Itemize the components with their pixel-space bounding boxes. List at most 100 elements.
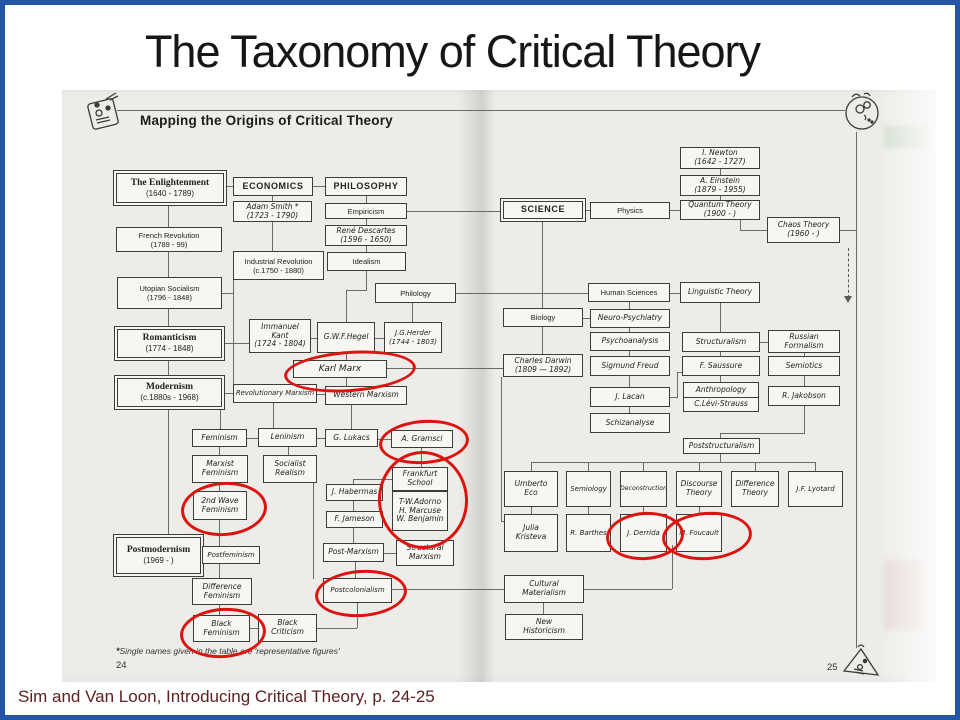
connector-line: [670, 293, 680, 294]
box-levi-strauss: C.Lévi-Strauss: [683, 397, 759, 412]
connector-line: [421, 448, 422, 467]
connector-line: [392, 589, 504, 590]
connector-line: [272, 222, 273, 251]
connector-line: [840, 230, 856, 231]
box-romanticism: Romanticism(1774 - 1848): [117, 329, 222, 358]
connector-line: [584, 589, 672, 590]
box-science: SCIENCE: [503, 201, 583, 219]
connector-line: [720, 303, 721, 332]
box-r-barthes: R. Barthes: [566, 514, 611, 552]
connector-line: [760, 342, 768, 343]
connector-line: [346, 353, 347, 361]
connector-line: [233, 280, 234, 384]
box-frankfurt-school: Frankfurt School: [392, 467, 448, 491]
connector-line: [755, 462, 756, 471]
box-r-jakobson: R. Jakobson: [768, 386, 840, 406]
box-socialist-realism: Socialist Realism: [263, 455, 317, 483]
connector-line: [629, 407, 630, 413]
connector-line: [168, 203, 169, 227]
box-newton: I. Newton (1642 - 1727): [680, 147, 760, 169]
connector-line: [699, 507, 700, 514]
connector-line: [366, 196, 367, 204]
connector-line: [168, 252, 169, 277]
box-human-sciences: Human Sciences: [588, 283, 670, 302]
connector-line: [720, 433, 721, 439]
box-cultural-materialism: Cultural Materialism: [504, 575, 584, 603]
box-f-saussure: F. Saussure: [682, 356, 760, 376]
connector-line: [375, 338, 384, 339]
box-feminism: Feminism: [192, 429, 247, 447]
diagram-heading: Mapping the Origins of Critical Theory: [140, 113, 393, 128]
box-chaos-theory: Chaos Theory (1960 - ): [767, 217, 840, 243]
stamp-doodle-icon: [87, 92, 119, 130]
box-linguistic-theory: Linguistic Theory: [680, 282, 760, 303]
connector-line: [588, 507, 589, 514]
connector-line: [670, 397, 677, 398]
connector-line: [222, 343, 249, 344]
connector-line: [542, 327, 543, 355]
connector-line: [366, 246, 367, 252]
box-rene-descartes: René Descartes (1596 - 1650): [325, 225, 407, 246]
connector-line: [273, 403, 274, 428]
connector-line: [387, 368, 503, 369]
box-m-foucault: M. Foucault: [676, 514, 722, 552]
connector-line: [720, 376, 721, 383]
book-fold-shadow: [458, 90, 504, 682]
connector-line: [220, 407, 221, 429]
box-structural-marxism: Structural Marxism: [396, 540, 454, 566]
box-karl-marx: Karl Marx: [293, 360, 387, 378]
connector-line: [353, 479, 354, 484]
box-j-lacan: J. Lacan: [590, 387, 670, 407]
connector-line: [531, 507, 532, 514]
connector-line: [583, 210, 590, 211]
connector-line: [366, 219, 367, 226]
connector-line: [346, 378, 347, 386]
connector-line: [583, 318, 590, 319]
connector-line: [317, 628, 357, 629]
connector-line: [804, 353, 805, 356]
connector-line: [168, 358, 169, 378]
connector-line: [378, 439, 391, 440]
connector-line: [643, 507, 644, 514]
box-leninism: Leninism: [258, 428, 317, 447]
box-a-gramsci: A. Gramsci: [391, 430, 453, 448]
box-neuro-psychiatry: Neuro-Psychiatry: [590, 309, 670, 328]
box-marxist-feminism: Marxist Feminism: [192, 455, 248, 483]
connector-line: [670, 210, 680, 211]
box-semiology: Semiology: [566, 471, 611, 507]
connector-line: [412, 303, 413, 323]
connector-line: [543, 603, 544, 614]
box-black-criticism: Black Criticism: [258, 614, 317, 642]
connector-line: [219, 482, 220, 491]
connector-line: [353, 479, 392, 480]
ball-doodle-icon: [845, 92, 879, 130]
pyramid-doodle-icon: [842, 644, 880, 676]
page-edge-fade: [880, 90, 936, 682]
box-hegel: G.W.F.Hegel: [317, 322, 375, 353]
connector-line: [200, 555, 202, 556]
connector-line: [313, 458, 314, 579]
connector-line: [222, 393, 233, 394]
box-new-historicism: New Historicism: [505, 614, 583, 640]
connector-line: [677, 372, 682, 373]
box-idealism: Idealism: [327, 252, 406, 271]
connector-line: [317, 438, 325, 439]
page-number-right: 25: [827, 662, 838, 673]
connector-line: [501, 377, 502, 522]
box-herder: J.G.Herder (1744 - 1803): [384, 322, 442, 353]
connector-line: [223, 186, 233, 187]
box-biology: Biology: [503, 308, 583, 327]
box-charles-darwin: Charles Darwin (1809 — 1892): [503, 354, 583, 377]
connector-line: [383, 553, 396, 554]
connector-line: [804, 376, 805, 386]
page-number-left: 24: [116, 660, 127, 671]
box-postcolonialism: Postcolonialism: [323, 578, 392, 603]
box-philosophy: PHILOSOPHY: [325, 177, 407, 196]
connector-line: [219, 520, 220, 546]
connector-line: [311, 338, 317, 339]
connector-line: [346, 290, 347, 323]
connector-line: [353, 501, 354, 511]
connector-line: [353, 528, 354, 543]
box-deconstruction: Deconstruction: [620, 471, 667, 507]
connector-line: [501, 521, 504, 522]
